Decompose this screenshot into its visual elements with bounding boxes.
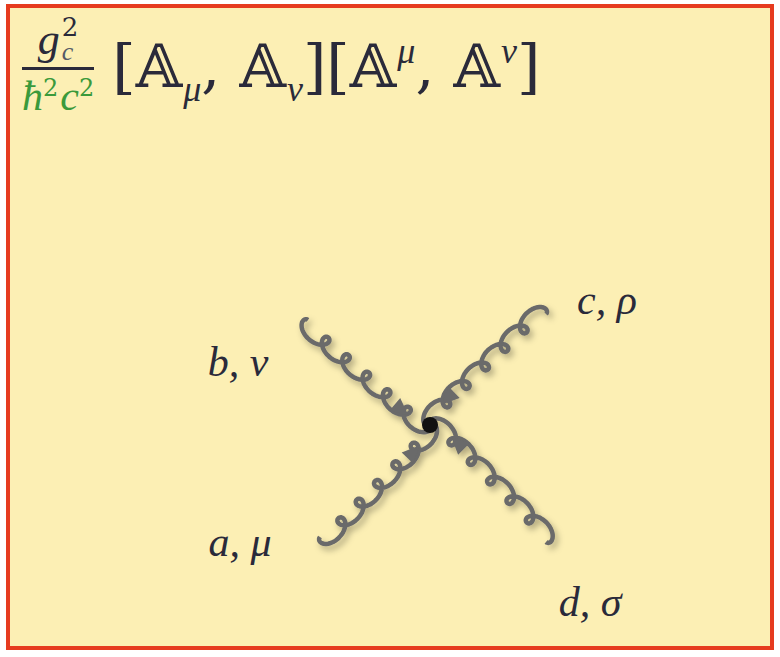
denominator: ħ2c2 [22, 74, 94, 118]
subscript: c [62, 40, 79, 65]
fraction-bar [22, 67, 94, 70]
hbar-symbol: ħ [22, 74, 43, 118]
field-label: c, ρ [577, 276, 637, 324]
field-bracket: , 𝔸 [415, 31, 500, 101]
numerator: g2c [38, 14, 79, 65]
fraction: g2cħ2c2 [22, 14, 94, 118]
exponent: 2 [43, 74, 58, 102]
arrow-head [402, 445, 420, 463]
script-stack: 2c [62, 15, 79, 64]
formula-panel: g2cħ2c2[𝔸μ, 𝔸ν][𝔸μ, 𝔸ν]b, νc, ρa, μd, σ [6, 4, 774, 650]
formula: g2cħ2c2[𝔸μ, 𝔸ν][𝔸μ, 𝔸ν] [22, 14, 541, 118]
gluon-line [302, 319, 432, 432]
arrow-head [390, 398, 409, 416]
field-label: a, μ [208, 518, 271, 566]
lorentz-superscript: μ [397, 31, 415, 71]
arrow-head [441, 386, 460, 404]
vertex-dot [422, 417, 438, 433]
coupling-symbol: g [38, 14, 60, 65]
lorentz-subscript: ν [287, 69, 303, 109]
lorentz-superscript: ν [501, 31, 517, 71]
field-label: b, ν [208, 338, 269, 386]
field-bracket: [𝔸 [112, 31, 182, 101]
commutator-product: [𝔸μ, 𝔸ν][𝔸μ, 𝔸ν] [112, 31, 540, 101]
speed-of-light: c [60, 74, 79, 118]
field-bracket: , 𝔸 [201, 31, 286, 101]
field-label: d, σ [559, 578, 622, 626]
exponent: 2 [62, 15, 79, 40]
field-bracket: ][𝔸 [303, 31, 396, 101]
field-bracket: ] [517, 31, 540, 101]
arrow-head [451, 436, 469, 454]
lorentz-subscript: μ [183, 69, 201, 109]
gluon-line [429, 418, 553, 543]
gluon-lines [302, 307, 553, 544]
gluon-line [423, 307, 547, 426]
feynman-vertex [10, 8, 770, 646]
gluon-line [319, 424, 437, 544]
exponent: 2 [79, 74, 94, 102]
